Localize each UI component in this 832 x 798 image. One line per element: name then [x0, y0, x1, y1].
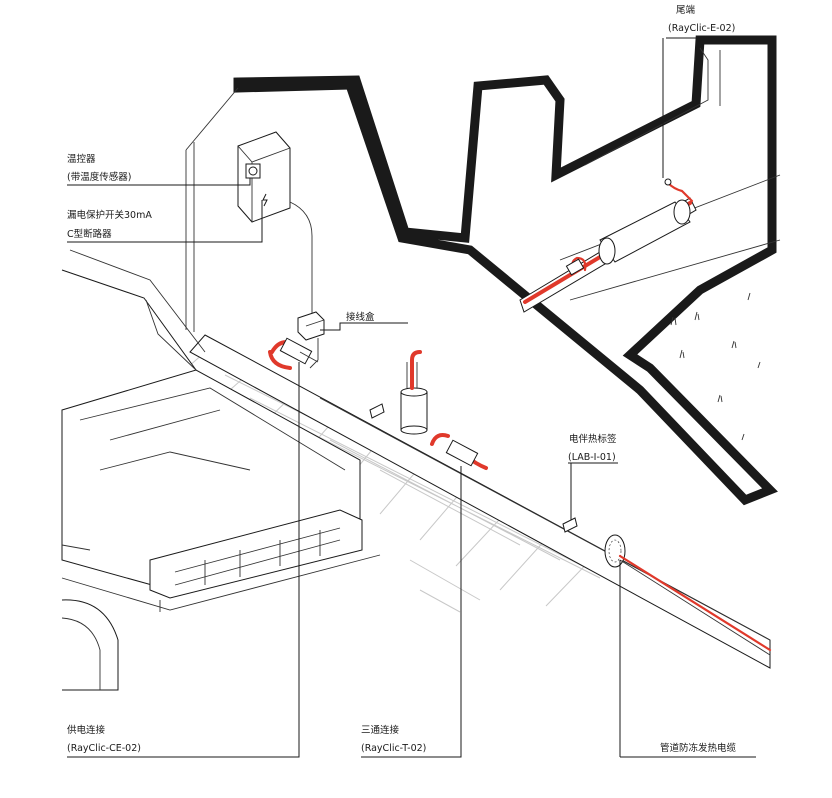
- label-cable-tag: 电伴热标签: [569, 433, 617, 445]
- building-wall: [185, 35, 781, 506]
- label-end-seal: 尾端: [676, 4, 696, 16]
- car: [61, 249, 381, 691]
- supply-cable: [289, 201, 313, 320]
- riser-pipe: [400, 350, 428, 435]
- power-connection-device: [268, 337, 319, 370]
- label-breaker: 漏电保护开关30mA: [67, 209, 152, 221]
- labels: 尾端 (RayClic-E-02) 温控器 (带温度传感器) 漏电保护开关30m…: [67, 4, 737, 754]
- label-end-seal-code: (RayClic-E-02): [668, 23, 735, 34]
- leader-lines: [67, 37, 756, 758]
- label-tee-connection: 三通连接: [361, 724, 400, 736]
- junction-box-device: [297, 311, 325, 341]
- label-cable-tag-code: (LAB-I-01): [568, 452, 616, 463]
- control-cabinet: [237, 131, 291, 223]
- label-power-connection: 供电连接: [67, 724, 106, 736]
- grass-marks: [670, 292, 761, 441]
- label-thermostat-sub: (带温度传感器): [67, 171, 131, 183]
- pipe: [189, 334, 772, 669]
- label-thermostat: 温控器: [67, 153, 96, 165]
- tee-connection-device: [430, 433, 488, 470]
- label-junction-box: 接线盒: [346, 311, 375, 323]
- label-tee-connection-code: (RayClic-T-02): [361, 743, 426, 754]
- junction-to-pipe-cable: [309, 338, 319, 369]
- label-breaker-sub: C型断路器: [67, 228, 112, 240]
- upper-pipe: [519, 178, 697, 313]
- label-power-connection-code: (RayClic-CE-02): [67, 743, 141, 754]
- label-pipe-cable: 管道防冻发热电缆: [660, 742, 737, 754]
